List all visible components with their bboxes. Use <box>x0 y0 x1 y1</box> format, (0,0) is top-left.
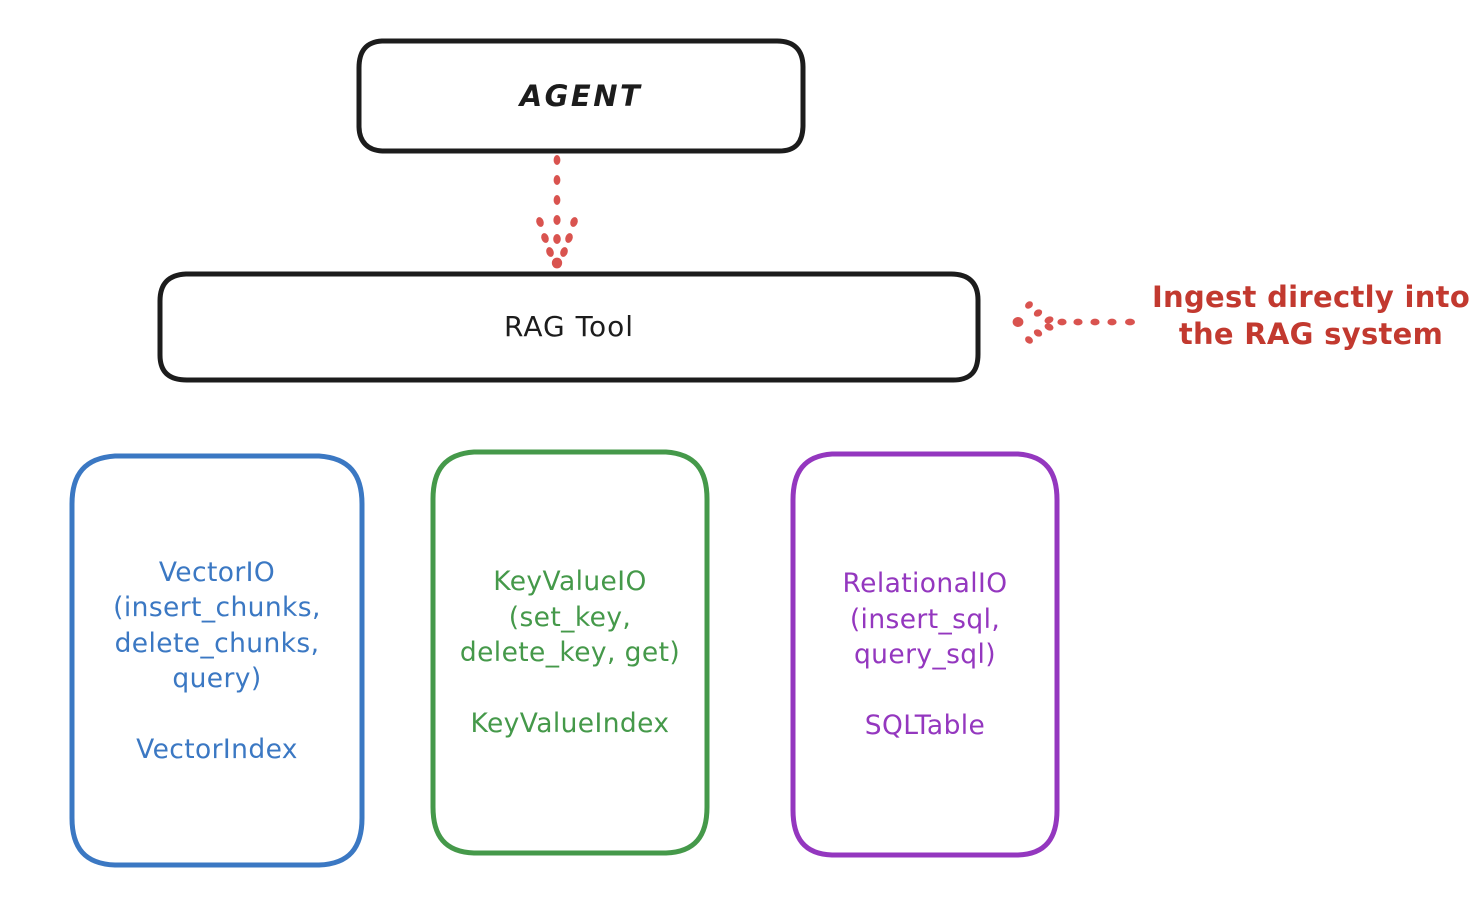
agent-label: AGENT <box>519 78 643 113</box>
vector-io-node[interactable]: VectorIO (insert_chunks, delete_chunks, … <box>67 452 367 870</box>
key-value-io-label: KeyValueIO (set_key, delete_key, get) Ke… <box>459 566 681 740</box>
key-value-io-node[interactable]: KeyValueIO (set_key, delete_key, get) Ke… <box>428 448 712 858</box>
relational-io-node[interactable]: RelationalIO (insert_sql, query_sql) SQL… <box>788 450 1062 860</box>
ingest-annotation-text: Ingest directly into the RAG system <box>1151 280 1471 352</box>
rag-tool-label: RAG Tool <box>504 310 634 344</box>
agent-node[interactable]: AGENT <box>356 38 806 154</box>
relational-io-label: RelationalIO (insert_sql, query_sql) SQL… <box>842 568 1008 742</box>
rag-tool-node[interactable]: RAG Tool <box>156 270 982 384</box>
ingest-into-rag-arrow <box>1012 301 1135 344</box>
agent-to-rag-tool-arrow <box>536 155 578 269</box>
vector-io-label: VectorIO (insert_chunks, delete_chunks, … <box>113 556 321 766</box>
